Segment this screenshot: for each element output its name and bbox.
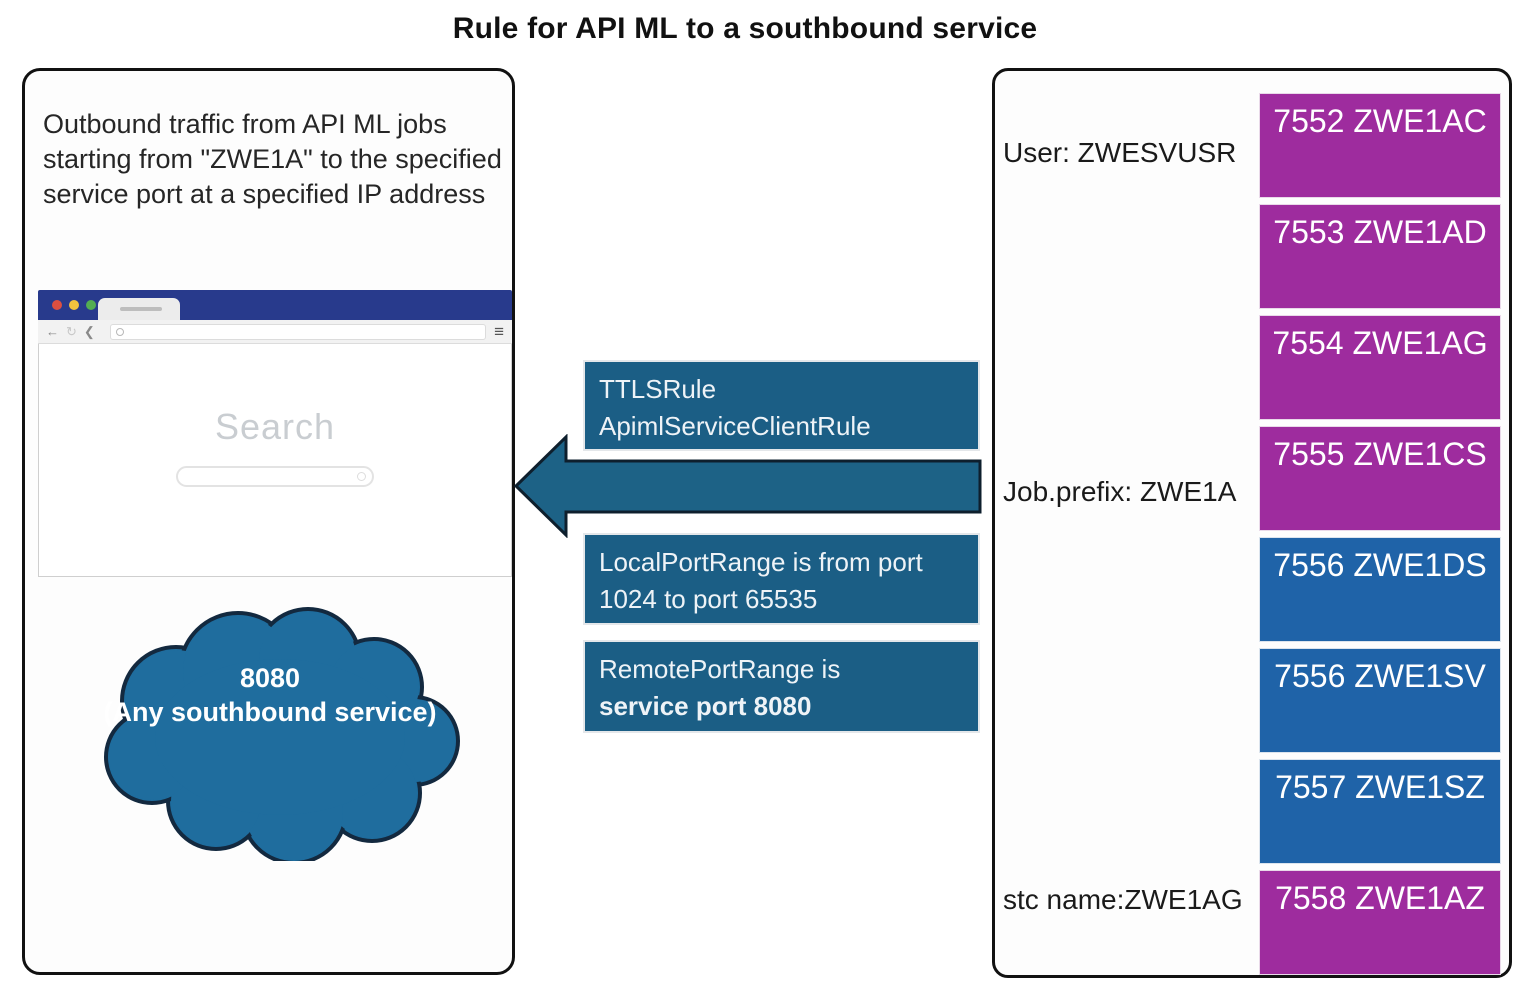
port-box-7554-zwe1ag: 7554 ZWE1AG: [1259, 315, 1501, 420]
southbound-service-cloud: 8080 (Any southbound service): [80, 589, 460, 865]
local-port-range-box: LocalPortRange is from port 1024 to port…: [583, 533, 980, 625]
url-bar: [109, 323, 487, 340]
right-panel: User: ZWESVUSR Job.prefix: ZWE1A stc nam…: [992, 68, 1512, 978]
remote-port-range-box: RemotePortRange is service port 8080: [583, 640, 980, 733]
traffic-light-red-icon: [52, 300, 62, 310]
traffic-light-yellow-icon: [69, 300, 79, 310]
browser-mockup: ← ↻ ❮ ≡ Search: [38, 290, 512, 578]
cloud-port: 8080: [239, 663, 301, 693]
cloud-label: 8080 (Any southbound service): [45, 661, 495, 729]
job-prefix-label: Job.prefix: ZWE1A: [1003, 476, 1237, 507]
remote-port-line2: service port 8080: [599, 691, 812, 721]
search-pill-magnifier-icon: [357, 472, 366, 481]
refresh-icon: ↻: [66, 324, 77, 339]
cloud-service: (Any southbound service): [103, 697, 437, 727]
left-arrow: [513, 434, 982, 538]
back-icon: ←: [46, 324, 59, 339]
port-box-7556-zwe1ds: 7556 ZWE1DS: [1259, 537, 1501, 642]
port-box-7558-zwe1az: 7558 ZWE1AZ: [1259, 870, 1501, 975]
search-icon: [115, 327, 124, 336]
menu-icon: ≡: [494, 322, 504, 341]
port-box-7553-zwe1ad: 7553 ZWE1AD: [1259, 204, 1501, 309]
port-list: 7552 ZWE1AC 7553 ZWE1AD 7554 ZWE1AG 7555…: [1259, 93, 1501, 975]
diagram-title: Rule for API ML to a southbound service: [452, 12, 1038, 45]
browser-toolbar: ← ↻ ❮ ≡: [38, 320, 512, 344]
browser-tab: [98, 298, 180, 320]
traffic-light-green-icon: [86, 300, 96, 310]
local-port-line2: 1024 to port 65535: [599, 584, 818, 614]
ttls-rule-line1: TTLSRule: [599, 374, 717, 404]
remote-port-line1: RemotePortRange is: [599, 654, 841, 684]
forward-icon: ❮: [83, 324, 95, 339]
ttls-rule-box: TTLSRule ApimlServiceClientRule: [583, 360, 980, 451]
browser-titlebar: [38, 290, 512, 320]
port-box-7555-zwe1cs: 7555 ZWE1CS: [1259, 426, 1501, 531]
local-port-line1: LocalPortRange is from port: [599, 547, 923, 577]
search-input: [176, 466, 374, 487]
port-box-7557-zwe1sz: 7557 ZWE1SZ: [1259, 759, 1501, 864]
outbound-traffic-description: Outbound traffic from API ML jobs starti…: [43, 109, 502, 210]
ttls-rule-line2: ApimlServiceClientRule: [599, 411, 871, 441]
port-box-7556-zwe1sv: 7556 ZWE1SV: [1259, 648, 1501, 753]
tab-title-placeholder: [120, 307, 162, 311]
port-box-7552-zwe1ac: 7552 ZWE1AC: [1259, 93, 1501, 198]
cloud-shape: [104, 607, 460, 865]
left-panel: Outbound traffic from API ML jobs starti…: [22, 68, 515, 975]
search-page-label: Search: [214, 406, 336, 447]
browser-content: Search: [38, 344, 512, 577]
stc-name-label: stc name:ZWE1AG: [1003, 884, 1243, 915]
user-label: User: ZWESVUSR: [1003, 137, 1237, 168]
